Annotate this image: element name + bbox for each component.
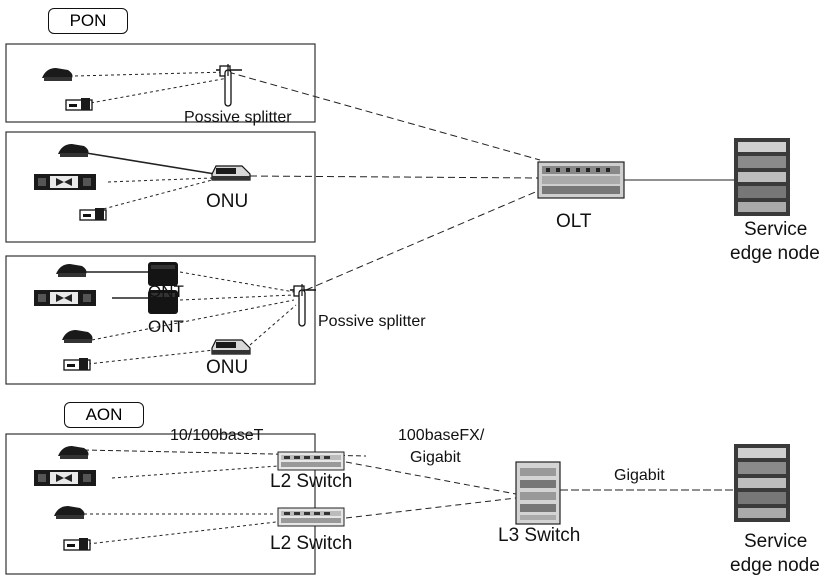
desktop-computer-icon — [34, 174, 96, 190]
set-top-box-icon — [64, 358, 90, 370]
onu-top-label: ONU — [206, 192, 248, 211]
link-gigabit-label: Gigabit — [614, 468, 665, 484]
aon-group — [6, 434, 315, 574]
link-100fx-label-1: 100baseFX/ — [398, 428, 484, 444]
olt-rack-icon — [538, 162, 624, 198]
aon-section-tag: AON — [64, 402, 144, 428]
service-edge-node-icon — [734, 444, 790, 522]
telephone-icon — [62, 330, 93, 343]
switch-icon — [278, 508, 344, 526]
switch-icon — [278, 452, 344, 470]
onu-bottom-label: ONU — [206, 358, 248, 377]
service-top-label-2: edge node — [730, 244, 820, 263]
l3-switch-icon — [516, 462, 560, 524]
splitter-bottom-label: Possive splitter — [318, 314, 426, 330]
service-bottom-label-2: edge node — [730, 556, 820, 575]
onu-device-icon — [212, 166, 250, 180]
telephone-icon — [58, 144, 89, 157]
link-100fx-label-2: Gigabit — [410, 450, 461, 466]
set-top-box-icon — [80, 208, 106, 220]
desktop-computer-icon — [34, 470, 96, 486]
service-bottom-label-1: Service — [744, 532, 807, 551]
telephone-icon — [42, 68, 73, 81]
desktop-computer-icon — [34, 290, 96, 306]
l2-switch-label-1: L2 Switch — [270, 472, 352, 491]
l3-switch-label: L3 Switch — [498, 526, 580, 545]
onu-device-icon — [212, 340, 250, 354]
service-top-label-1: Service — [744, 220, 807, 239]
telephone-icon — [58, 446, 89, 459]
ont-label-1: ONT — [148, 283, 184, 300]
service-edge-node-icon — [734, 138, 790, 216]
splitter-top-label: Possive splitter — [184, 110, 292, 126]
ont-label-2: ONT — [148, 318, 184, 335]
set-top-box-icon — [64, 538, 90, 550]
pon-section-tag: PON — [48, 8, 128, 34]
link-10-100-label: 10/100baseT — [170, 428, 263, 444]
passive-splitter-icon — [216, 64, 242, 106]
set-top-box-icon — [66, 98, 92, 110]
passive-splitter-icon — [290, 284, 316, 326]
telephone-icon — [54, 506, 85, 519]
olt-label: OLT — [556, 212, 592, 231]
telephone-icon — [56, 264, 87, 277]
l2-switch-label-2: L2 Switch — [270, 534, 352, 553]
